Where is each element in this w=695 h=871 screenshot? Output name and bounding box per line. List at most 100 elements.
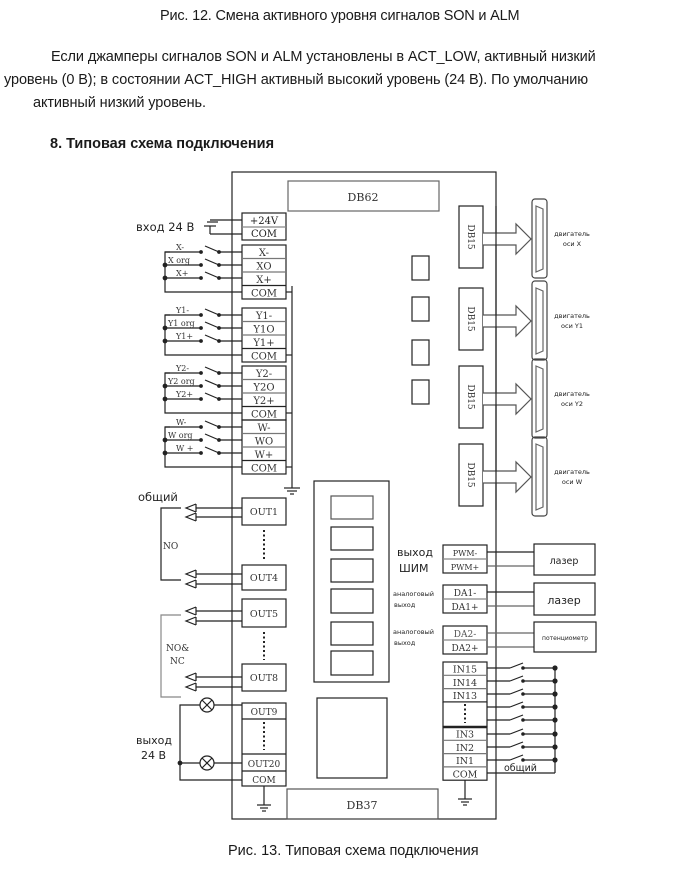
led-indicator-2 xyxy=(411,296,430,322)
motor-label-2: оси W xyxy=(562,478,583,486)
central-module xyxy=(313,480,390,683)
terminal-24v: +24V xyxy=(250,216,279,227)
led-indicator-3 xyxy=(411,339,430,366)
input-label: IN1 xyxy=(456,756,474,767)
figure-12-caption: Рис. 12. Смена активного уровня сигналов… xyxy=(160,8,520,24)
common-label: общий xyxy=(138,490,178,504)
led-indicator-1 xyxy=(411,255,430,281)
terminal-label: X+ xyxy=(256,275,272,286)
switch-label: Y1 org xyxy=(167,319,195,328)
input-label: IN15 xyxy=(453,665,477,676)
input-label: IN2 xyxy=(456,743,474,754)
inputs-common-label: общий xyxy=(504,763,537,774)
power-input: +24V COM вход 24 В xyxy=(136,212,287,241)
da2-plus: DA2+ xyxy=(452,644,479,654)
switch-label: X- xyxy=(176,243,184,252)
terminal-label: COM xyxy=(251,410,277,421)
terminal-label: Y2- xyxy=(255,369,272,380)
input-label: IN13 xyxy=(453,691,477,702)
switch-label: Y1+ xyxy=(175,332,193,341)
da2-minus: DA2- xyxy=(454,630,476,640)
motor-label-1: двигатель xyxy=(554,468,590,476)
da1-minus: DA1- xyxy=(454,589,476,599)
out5-label: OUT5 xyxy=(250,609,278,620)
analog2-label-2: выход xyxy=(394,639,416,647)
input-label: IN3 xyxy=(456,730,474,741)
motor-label-1: двигатель xyxy=(554,390,590,398)
laser-1 xyxy=(533,543,596,576)
laser-1-label: лазер xyxy=(550,556,579,567)
db37-connector xyxy=(286,788,439,820)
input-24v-label: вход 24 В xyxy=(136,220,195,234)
led-indicator-4 xyxy=(411,379,430,405)
section-heading: 8. Типовая схема подключения xyxy=(50,136,275,152)
no-nc-label-2: NC xyxy=(170,657,185,667)
db62-label: DB62 xyxy=(348,191,379,204)
potentiometer xyxy=(533,621,597,653)
terminal-label: Y2O xyxy=(252,383,274,394)
lamp-com-label: COM xyxy=(252,776,275,786)
motor-connector: DB15 двигатель оси Y2 xyxy=(458,358,590,439)
motor-connector: DB15 двигатель оси Y1 xyxy=(458,280,590,361)
input-label: COM xyxy=(453,769,478,780)
paragraph-line-3: активный низкий уровень. xyxy=(33,95,206,111)
pwm-minus: PWM- xyxy=(453,549,478,558)
pwm-plus: PWM+ xyxy=(451,563,480,572)
cpu-chip xyxy=(316,697,388,779)
motor-label-1: двигатель xyxy=(554,312,590,320)
input-label: IN14 xyxy=(453,678,477,689)
laser-2 xyxy=(533,582,596,616)
db15-label: DB15 xyxy=(465,306,475,332)
motor-label-2: оси Y1 xyxy=(561,322,583,330)
out20-label: OUT20 xyxy=(248,760,281,770)
terminal-label: COM xyxy=(251,289,277,300)
terminal-label: Y2+ xyxy=(252,396,274,407)
terminal-com: COM xyxy=(251,229,277,240)
inputs-top-block xyxy=(442,661,488,703)
terminal-label: Y1+ xyxy=(252,338,274,349)
switch-label: W + xyxy=(176,444,193,453)
terminal-label: XO xyxy=(256,262,271,273)
db62-connector xyxy=(287,180,440,212)
pwm-label-1: выход xyxy=(397,546,433,559)
relay-outputs: общий OUT1 OUT4 OUT5 OUT8 NO NO& NC xyxy=(138,490,287,698)
da1-plus: DA1+ xyxy=(452,603,479,613)
motor-label-2: оси Y2 xyxy=(561,400,583,408)
analog1-label-1: аналоговый xyxy=(393,590,434,598)
terminal-label: W- xyxy=(258,423,271,434)
no-nc-label-1: NO& xyxy=(166,644,189,654)
db37-label: DB37 xyxy=(347,799,378,812)
switch-label: Y2- xyxy=(175,364,189,373)
output-24v-label-1: выход xyxy=(136,734,172,747)
motor-label-2: оси X xyxy=(563,240,582,248)
switch-label: Y1- xyxy=(175,306,189,315)
analog1-label-2: выход xyxy=(394,601,416,609)
analog-outputs: выход ШИМ PWM- PWM+ аналоговый выход DA1… xyxy=(393,543,597,655)
paragraph-line-1: Если джамперы сигналов SON и ALM установ… xyxy=(51,49,596,65)
paragraph-line-2: уровень (0 В); в состоянии ACT_HIGH акти… xyxy=(4,72,588,88)
out4-label: OUT4 xyxy=(250,573,278,584)
out8-label: OUT8 xyxy=(250,673,278,684)
output-24v-label-2: 24 В xyxy=(141,749,166,762)
switch-label: X+ xyxy=(176,269,188,278)
switch-label: Y2+ xyxy=(175,390,193,399)
terminal-label: WO xyxy=(255,437,273,448)
terminal-label: Y1- xyxy=(255,311,272,322)
pwm-label-2: ШИМ xyxy=(399,562,428,575)
terminal-label: Y1O xyxy=(252,325,274,336)
motor-label-1: двигатель xyxy=(554,230,590,238)
db15-label: DB15 xyxy=(465,384,475,410)
out9-label: OUT9 xyxy=(251,708,278,718)
terminal-label: COM xyxy=(251,352,277,363)
laser-2-label: лазер xyxy=(547,594,580,607)
figure-13-caption: Рис. 13. Типовая схема подключения xyxy=(228,843,479,859)
